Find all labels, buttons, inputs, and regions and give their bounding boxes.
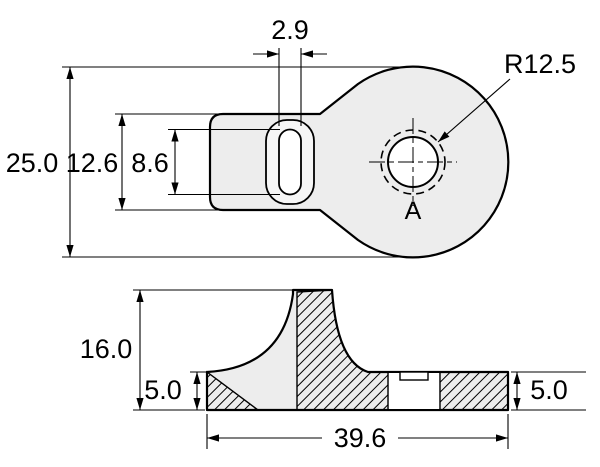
dim-label-left-thickness: 5.0: [144, 375, 182, 405]
dim-label-boss-height: 12.6: [66, 148, 119, 178]
slot-hole: [278, 128, 302, 196]
top-view: [208, 65, 510, 259]
thread-notch: [399, 371, 429, 381]
hole-label: A: [405, 197, 422, 225]
part-silhouette: [208, 65, 510, 259]
dim-label-right-thickness: 5.0: [530, 375, 568, 405]
dim-label-slot-width: 2.9: [271, 15, 309, 45]
radius-leader-line: [437, 78, 511, 143]
dim-label-overall-height: 25.0: [6, 148, 59, 178]
hatch-left-tip: [206, 370, 261, 411]
top-view-dimensions: 25.0 12.6 8.6 2.9 R12.5 A: [6, 15, 576, 258]
section-view: [205, 288, 510, 412]
section-view-dimensions: 16.0 5.0 5.0 39.6: [80, 289, 586, 453]
dim-label-radius: R12.5: [504, 49, 576, 79]
dim-label-slot-height: 8.6: [131, 148, 169, 178]
dim-label-section-height: 16.0: [80, 334, 133, 364]
hatch-base-right: [439, 371, 509, 411]
hatch-stem: [296, 289, 389, 411]
dim-label-overall-width: 39.6: [334, 423, 387, 453]
